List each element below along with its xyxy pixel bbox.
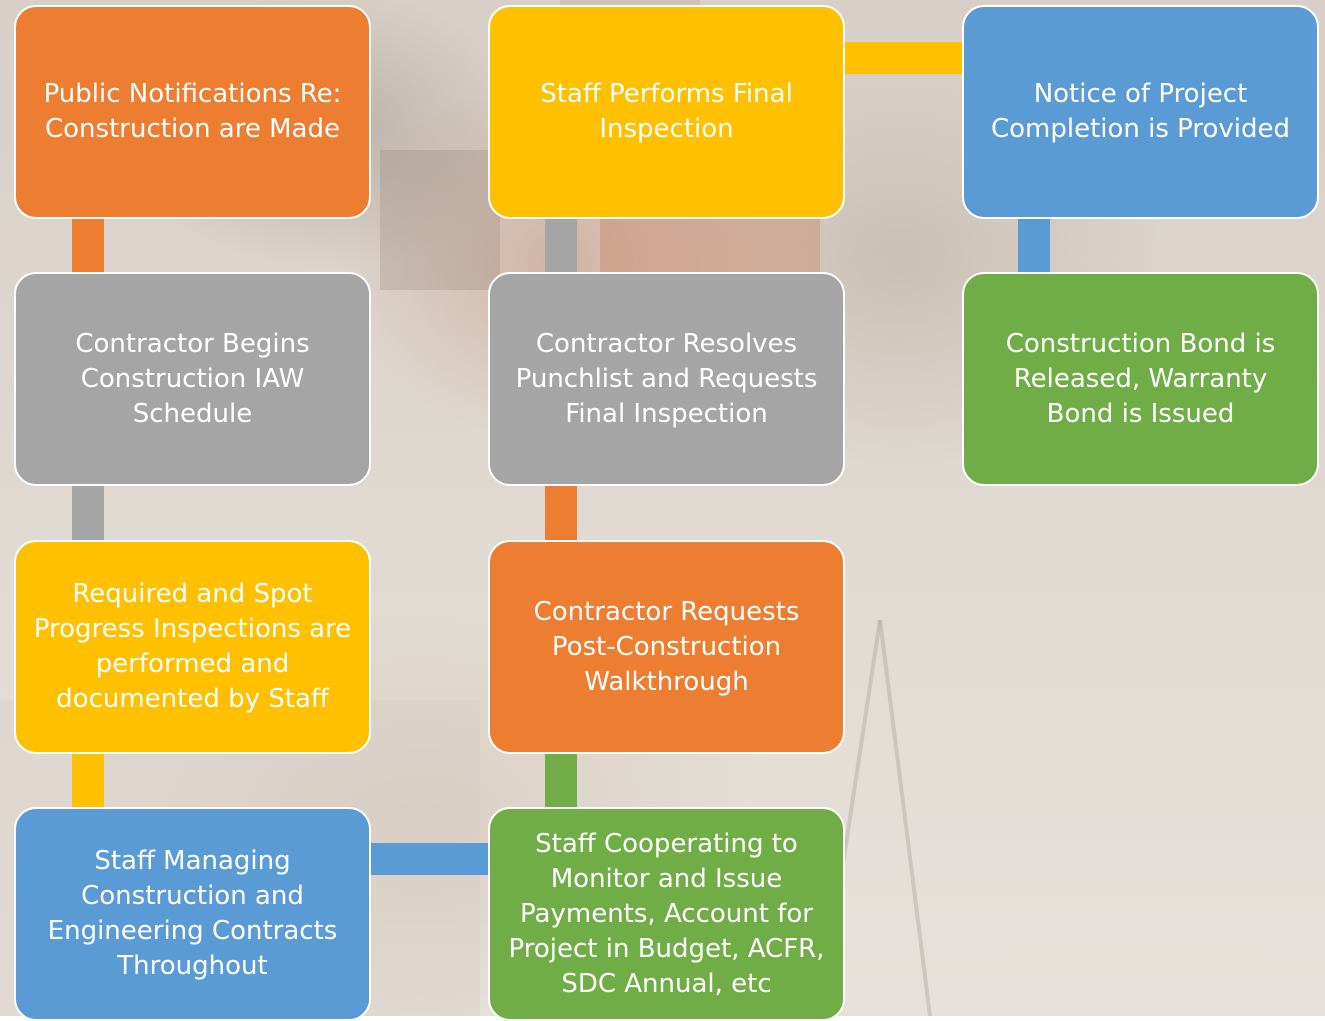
- step-resolve-punchlist: Contractor Resolves Punchlist and Reques…: [488, 272, 845, 486]
- step-label: Public Notifications Re: Construction ar…: [43, 79, 342, 144]
- step-staff-managing-contracts: Staff Managing Construction and Engineer…: [14, 807, 371, 1021]
- connector-2-3: [72, 484, 104, 542]
- step-label: Required and Spot Progress Inspections a…: [33, 579, 352, 714]
- step-progress-inspections: Required and Spot Progress Inspections a…: [14, 540, 371, 754]
- step-label: Contractor Resolves Punchlist and Reques…: [515, 328, 818, 429]
- step-final-inspection: Staff Performs Final Inspection: [488, 5, 845, 219]
- connector-5-6: [545, 751, 577, 809]
- connector-9-10: [1018, 216, 1050, 274]
- connector-6-7: [545, 484, 577, 542]
- connector-4-5: [370, 843, 490, 875]
- step-contractor-begins-construction: Contractor Begins Construction IAW Sched…: [14, 272, 371, 486]
- step-label: Staff Performs Final Inspection: [540, 79, 793, 144]
- connector-3-4: [72, 751, 104, 809]
- step-staff-cooperating-payments: Staff Cooperating to Monitor and Issue P…: [488, 807, 845, 1021]
- connector-8-9: [844, 42, 964, 74]
- step-label: Construction Bond is Released, Warranty …: [1005, 328, 1276, 429]
- step-label: Staff Cooperating to Monitor and Issue P…: [508, 828, 825, 999]
- step-label: Staff Managing Construction and Engineer…: [47, 846, 338, 981]
- connector-1-2: [72, 216, 104, 274]
- step-public-notifications: Public Notifications Re: Construction ar…: [14, 5, 371, 219]
- step-post-construction-walkthrough: Contractor Requests Post-Construction Wa…: [488, 540, 845, 754]
- step-label: Contractor Requests Post-Construction Wa…: [533, 596, 800, 697]
- connector-7-8: [545, 216, 577, 274]
- step-label: Notice of Project Completion is Provided: [990, 79, 1291, 144]
- step-label: Contractor Begins Construction IAW Sched…: [75, 328, 310, 429]
- step-notice-of-completion: Notice of Project Completion is Provided: [962, 5, 1319, 219]
- step-bond-released: Construction Bond is Released, Warranty …: [962, 272, 1319, 486]
